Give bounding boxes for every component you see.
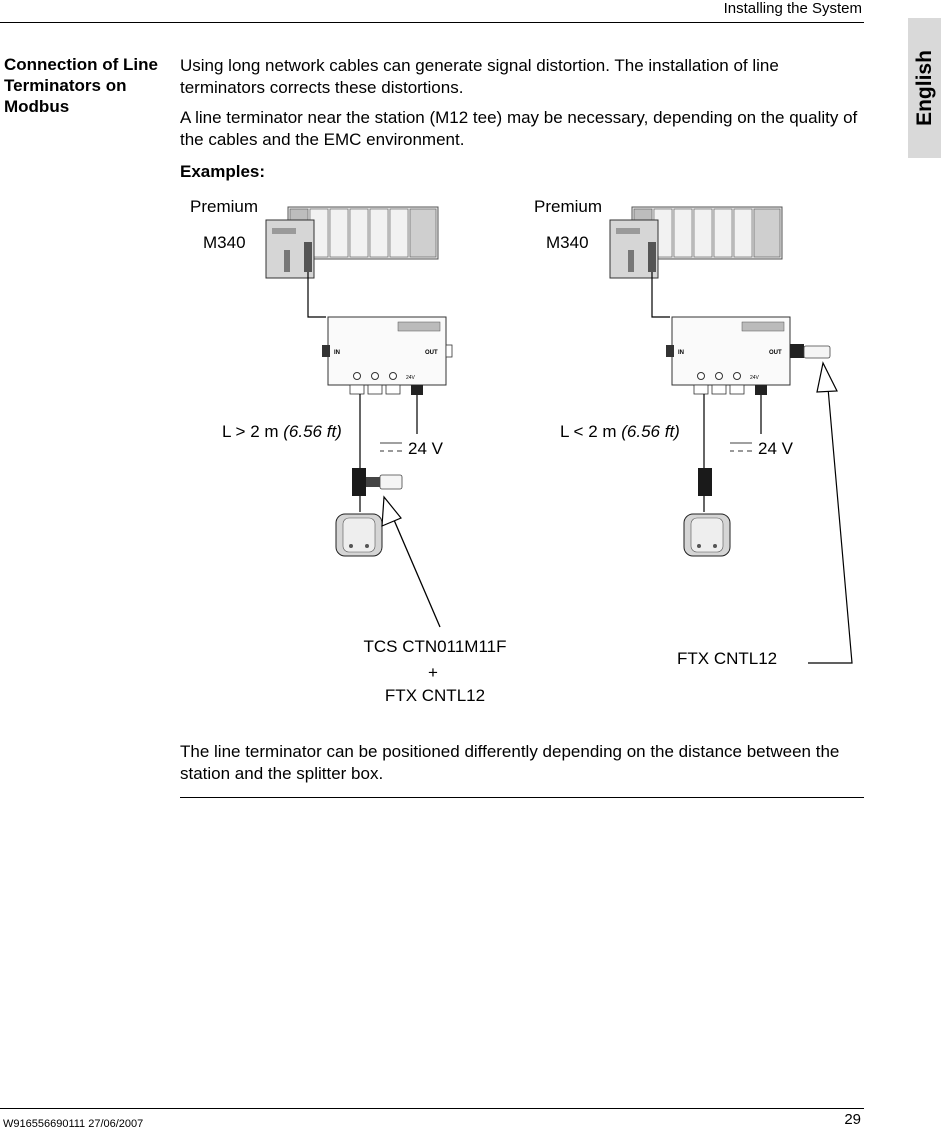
- left-dc-symbol: [380, 442, 402, 452]
- wiring-diagram: Premium M340 IN OUT 24V: [190, 197, 853, 705]
- right-example: Premium M340 IN OUT 24V: [534, 197, 853, 668]
- right-sensor: [683, 513, 731, 557]
- right-dc-symbol: [730, 442, 752, 452]
- left-part-plus: +: [428, 663, 438, 682]
- left-length-label: L > 2 m (6.56 ft): [222, 422, 342, 441]
- footer-rule: [0, 1108, 864, 1109]
- left-length-value: L > 2 m: [222, 422, 283, 441]
- right-m12-tee: [698, 468, 712, 496]
- left-splitter-box: IN OUT 24V: [322, 316, 453, 395]
- section-end-rule: [180, 797, 864, 798]
- language-tab: English: [908, 18, 941, 158]
- header-rule: [0, 22, 864, 23]
- right-m340-label: M340: [546, 233, 589, 252]
- left-box-in: IN: [334, 350, 340, 356]
- right-part-label: FTX CNTL12: [677, 649, 777, 668]
- right-box-out: OUT: [769, 350, 782, 356]
- header-title: Installing the System: [723, 0, 862, 17]
- footer-doc-ref: W916556690111 27/06/2007: [3, 1118, 144, 1130]
- section-heading: Connection of Line Terminators on Modbus: [4, 55, 158, 116]
- left-part-line2: FTX CNTL12: [385, 686, 485, 705]
- paragraph-terminator: A line terminator near the station (M12 …: [180, 108, 858, 149]
- right-length-value: L < 2 m: [560, 422, 621, 441]
- left-plc-rack: [265, 206, 439, 279]
- right-length-label: L < 2 m (6.56 ft): [560, 422, 680, 441]
- left-voltage-label: 24 V: [408, 439, 444, 458]
- page-number: 29: [844, 1111, 861, 1128]
- examples-label: Examples:: [180, 162, 266, 181]
- left-m12-tee: [352, 468, 366, 496]
- left-box-out: OUT: [425, 350, 438, 356]
- left-terminator: [366, 474, 403, 490]
- language-tab-label: English: [912, 50, 936, 126]
- right-length-ft: (6.56 ft): [621, 422, 680, 441]
- right-plc-rack: [609, 206, 783, 279]
- paragraph-positioning: The line terminator can be positioned di…: [180, 742, 840, 783]
- right-box-in: IN: [678, 350, 684, 356]
- right-splitter-box: IN OUT 24V: [666, 316, 791, 395]
- right-premium-label: Premium: [534, 197, 602, 216]
- paragraph-intro: Using long network cables can generate s…: [180, 56, 779, 97]
- left-box-v: 24V: [406, 375, 416, 381]
- left-part-line1: TCS CTN011M11F: [364, 637, 507, 656]
- right-box-v: 24V: [750, 375, 760, 381]
- right-voltage-label: 24 V: [758, 439, 794, 458]
- left-m340-label: M340: [203, 233, 246, 252]
- left-example: Premium M340 IN OUT 24V: [190, 197, 506, 705]
- left-sensor: [335, 513, 383, 557]
- left-length-ft: (6.56 ft): [283, 422, 342, 441]
- left-premium-label: Premium: [190, 197, 258, 216]
- right-terminator: [790, 344, 831, 359]
